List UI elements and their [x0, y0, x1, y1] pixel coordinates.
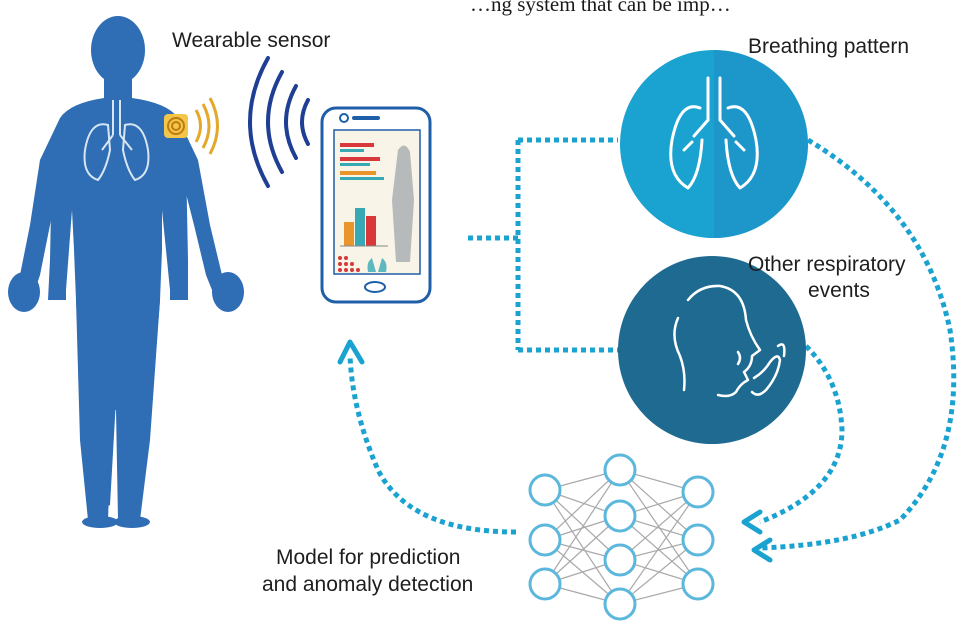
- respiratory-events-label-line2: events: [808, 279, 870, 302]
- breathing-pattern-label: Breathing pattern: [748, 35, 910, 58]
- face-cough-icon: [673, 284, 786, 398]
- wearable-sensor-label: Wearable sensor: [172, 29, 331, 52]
- human-body-icon: [8, 16, 244, 528]
- arrowheads: [337, 339, 773, 563]
- sensor-icon: [164, 97, 219, 155]
- respiratory-events-node: [618, 256, 806, 444]
- respiratory-events-label-line1: Other respiratory: [748, 253, 906, 276]
- signal-waves-icon: [248, 56, 310, 188]
- body-lungs-icon: [83, 100, 150, 182]
- breathing-pattern-node: [620, 50, 808, 238]
- neural-network-icon: [528, 453, 715, 621]
- cropped-caption: …ng system that can be imp…: [470, 0, 731, 16]
- smartphone-icon: [320, 106, 432, 304]
- model-label-line1: Model for prediction: [276, 546, 461, 569]
- model-label-line2: and anomaly detection: [262, 573, 474, 596]
- connector-lines: [347, 137, 957, 551]
- lungs-icon: [669, 76, 759, 190]
